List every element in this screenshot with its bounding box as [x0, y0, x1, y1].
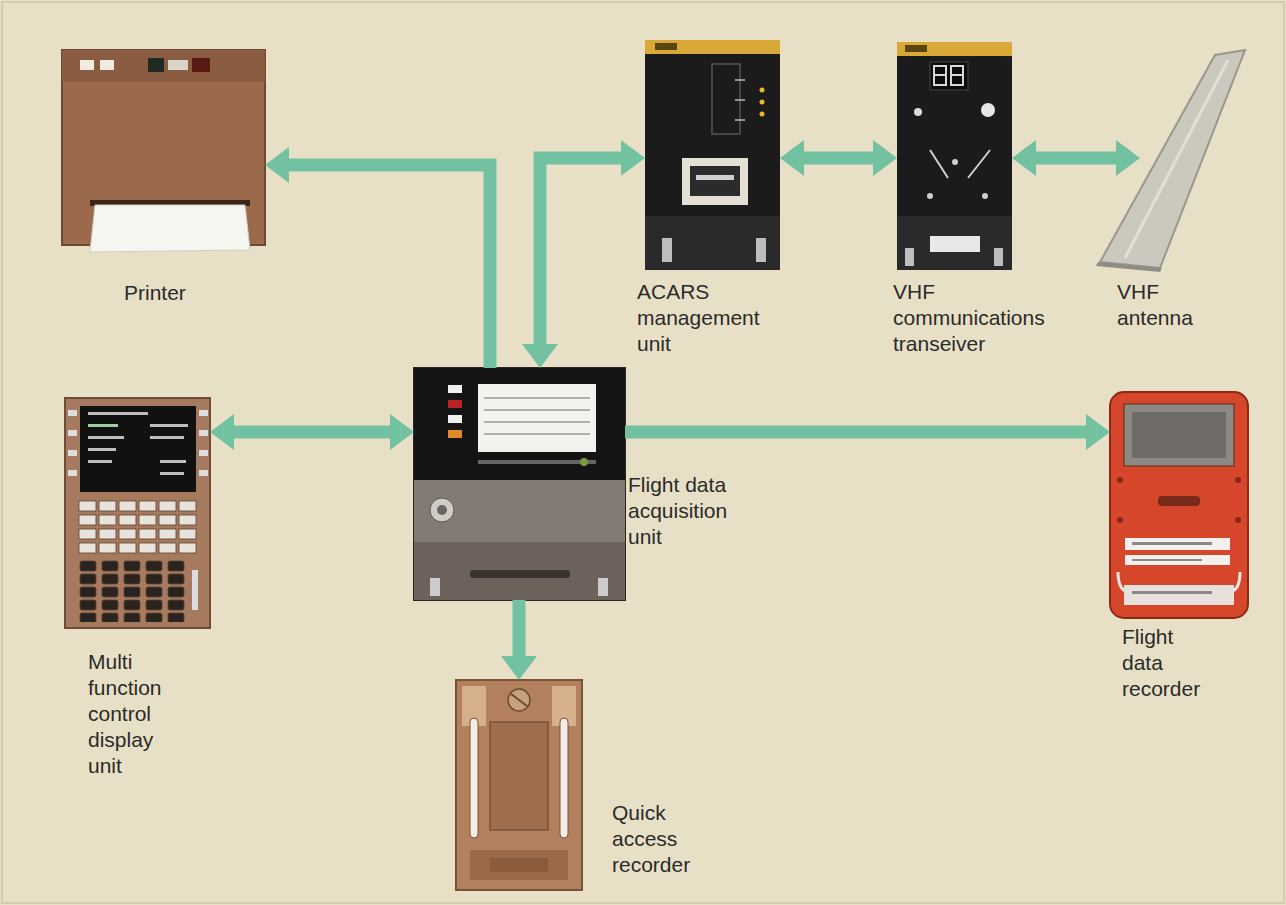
arrow-head [621, 140, 645, 176]
device-label: VHF antenna [1117, 279, 1193, 331]
data-flow-arrow [522, 140, 645, 368]
data-flow-arrow [780, 140, 897, 176]
device-label: Quick access recorder [612, 800, 690, 878]
device-label: ACARS management unit [637, 279, 760, 357]
vhf-antenna-illustration [1096, 50, 1245, 272]
control-display-unit-node: Multi function control display unit [65, 398, 210, 628]
data-flow-arrow [625, 414, 1110, 450]
fdr-illustration [1110, 392, 1248, 618]
arrow-head [873, 140, 897, 176]
printer-illustration [62, 50, 265, 252]
device-label: VHF communications transeiver [893, 279, 1045, 357]
device-label: Flight data recorder [1122, 624, 1200, 702]
vhf-transceiver-node: VHF communications transeiver [897, 42, 1012, 270]
vhf-transceiver-illustration [897, 42, 1012, 270]
acars-management-unit-node: ACARS management unit [645, 40, 780, 270]
arrow-shaft [233, 426, 391, 439]
data-flow-arrow [1012, 140, 1140, 176]
arrow-head [390, 414, 414, 450]
flight-data-acquisition-unit-node: Flight data acquisition unit [414, 368, 625, 600]
arrow-shaft [803, 152, 874, 165]
arrow-head [210, 414, 234, 450]
mcdu-illustration [65, 398, 210, 628]
device-label: Flight data acquisition unit [628, 472, 727, 550]
quick-access-recorder-node: Quick access recorder [456, 680, 582, 890]
arrow-shaft [540, 158, 622, 345]
vhf-antenna-node: VHF antenna [1140, 50, 1248, 268]
data-flow-arrow [265, 147, 490, 368]
arrow-head [1086, 414, 1110, 450]
arrow-shaft [1035, 152, 1117, 165]
arrow-head [265, 147, 289, 183]
device-label: Printer [124, 280, 186, 306]
arrow-head [1116, 140, 1140, 176]
data-flow-arrow [501, 600, 537, 680]
flight-data-recorder-node: Flight data recorder [1110, 392, 1248, 618]
arrow-head [501, 656, 537, 680]
fdau-illustration [414, 368, 625, 600]
device-label: Multi function control display unit [88, 649, 162, 779]
data-flow-arrow [210, 414, 414, 450]
qar-illustration [456, 680, 582, 890]
arrow-shaft [513, 600, 526, 657]
arrow-shaft [288, 165, 490, 368]
printer-node: Printer [62, 50, 265, 245]
arrow-head [1012, 140, 1036, 176]
arrow-head [780, 140, 804, 176]
acars-unit-illustration [645, 40, 780, 270]
arrow-shaft [625, 426, 1087, 439]
arrow-head [522, 344, 558, 368]
